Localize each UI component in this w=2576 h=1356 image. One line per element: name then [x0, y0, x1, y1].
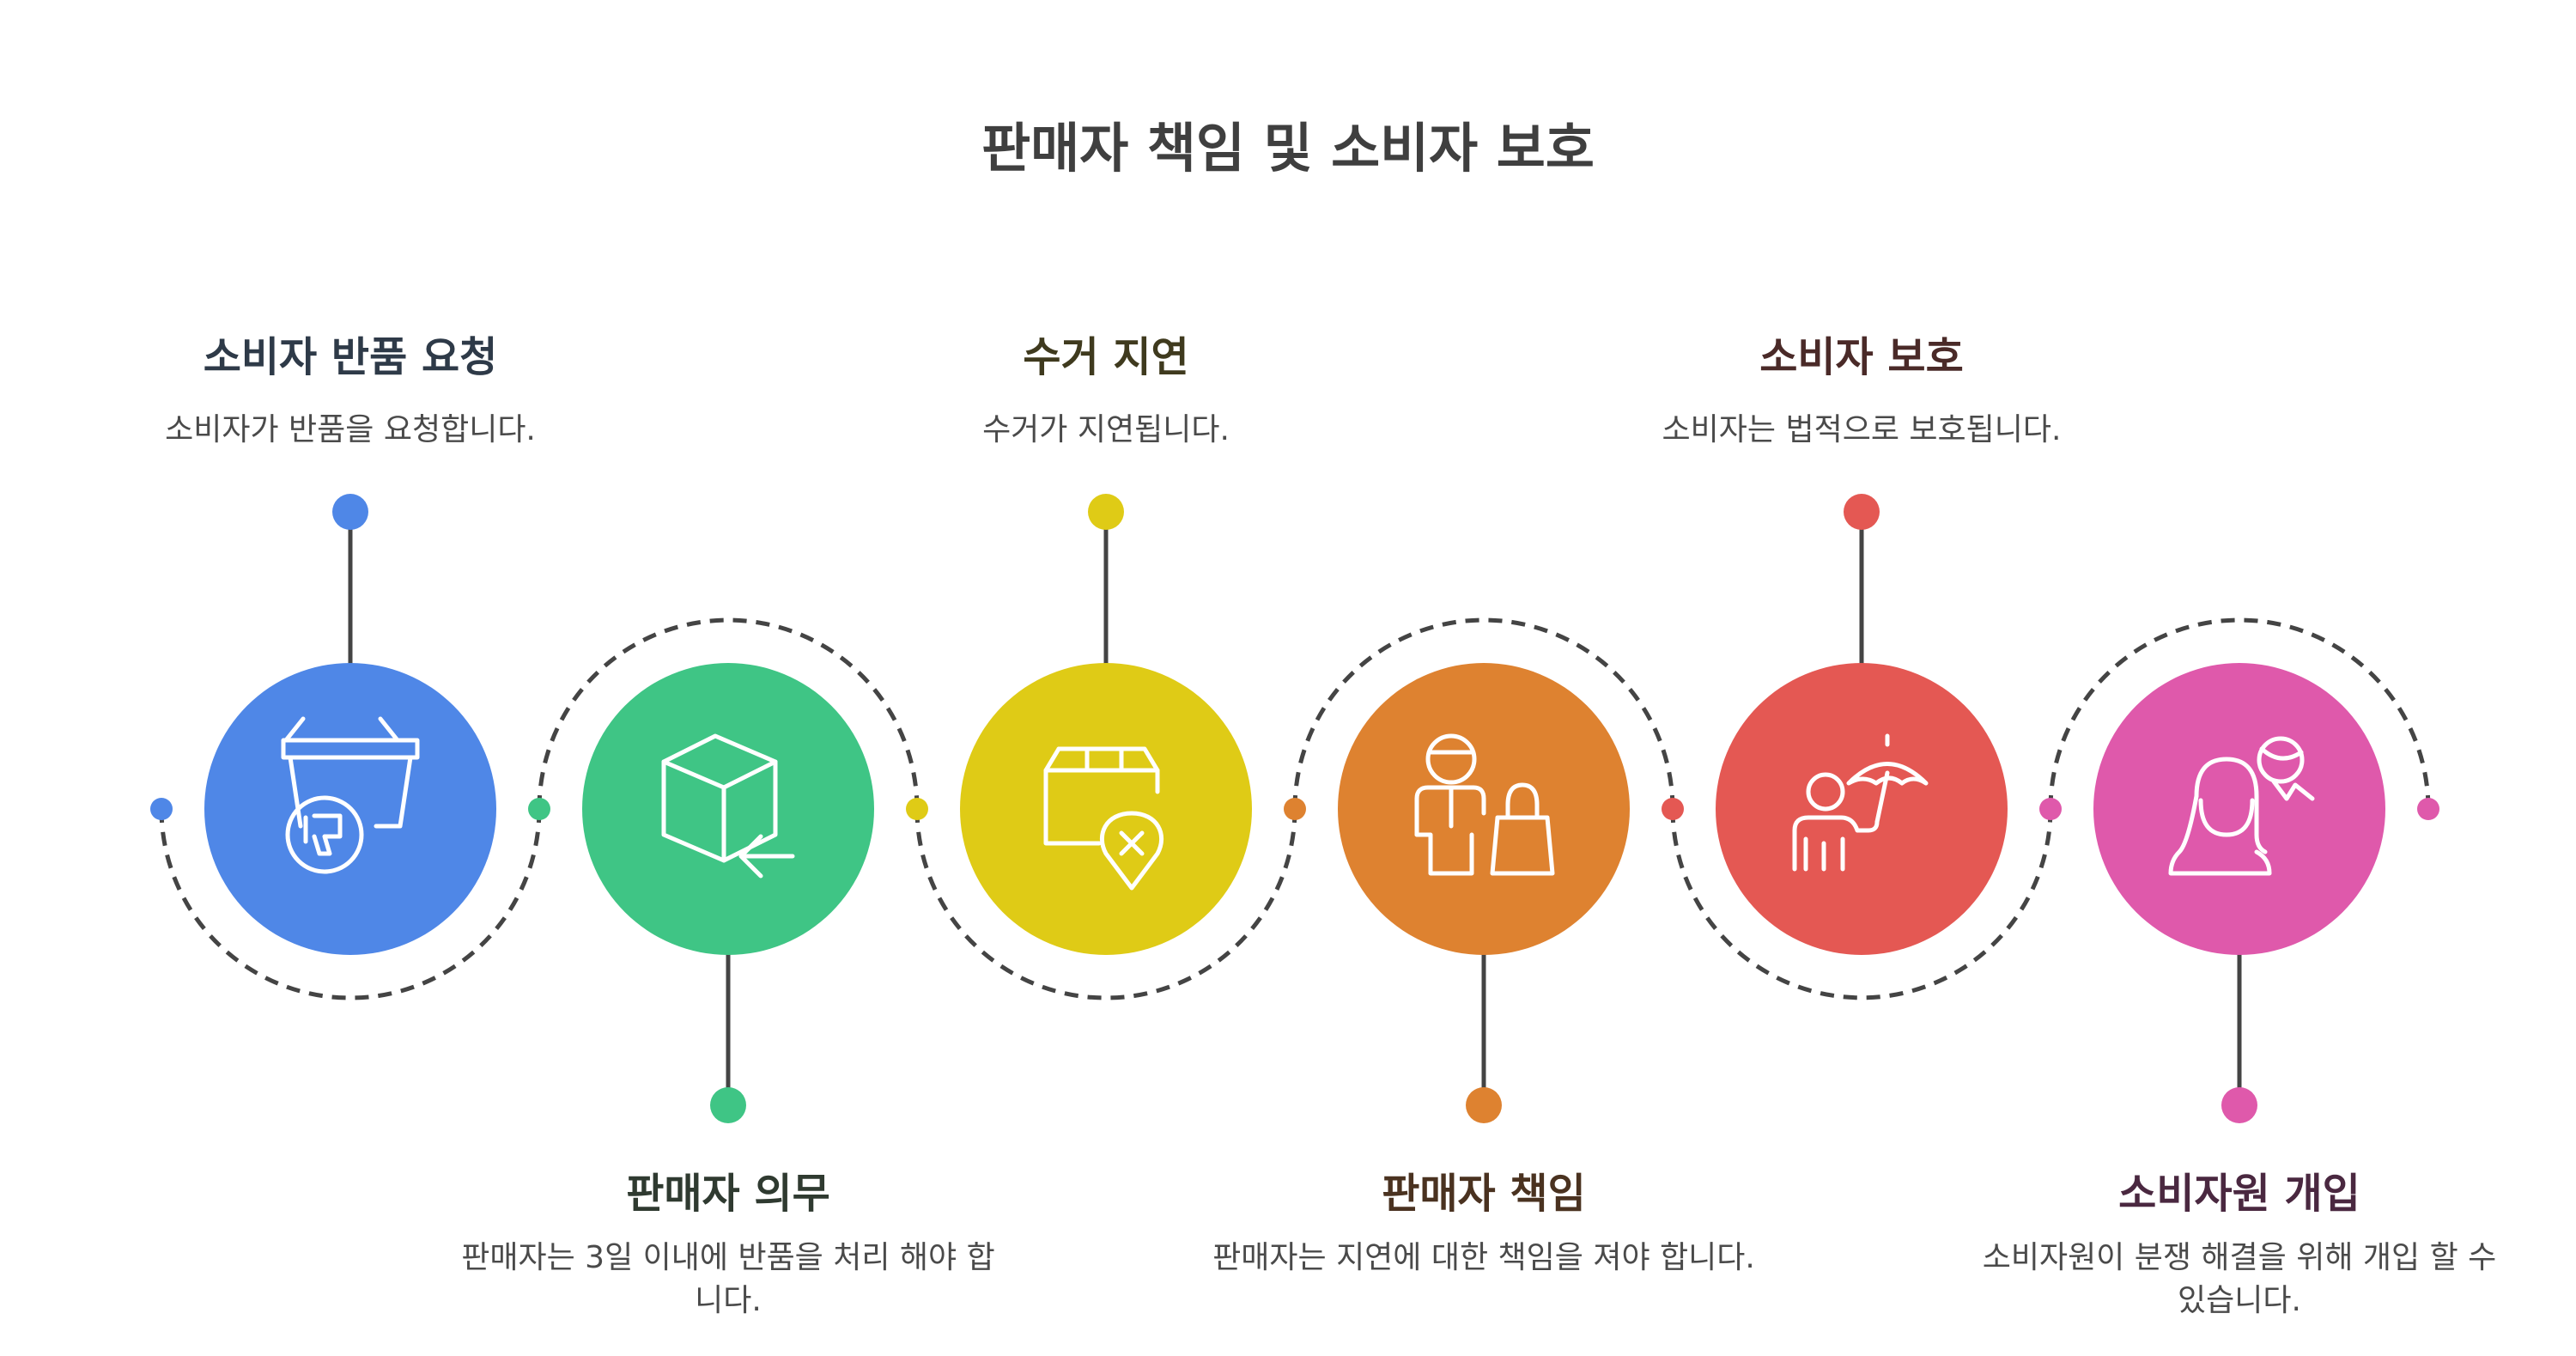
seller-shopping-bag-icon	[1414, 733, 1555, 876]
step-circle-2	[582, 663, 874, 955]
step-circle-6	[2093, 663, 2385, 955]
step-heading-5: 소비자 보호	[1759, 333, 1964, 381]
step-heading-4: 판매자 책임	[1382, 1170, 1586, 1218]
step-description-3: 수거가 지연됩니다.	[982, 412, 1230, 447]
step-heading-1: 소비자 반품 요청	[203, 333, 498, 381]
step-description-1: 소비자가 반품을 요청합니다.	[165, 412, 536, 447]
step-description-6: 소비자원이 분쟁 해결을 위해 개입 할 수 있습니다.	[1982, 1240, 2497, 1318]
step-description-4: 판매자는 지연에 대한 책임을 져야 합니다.	[1212, 1240, 1755, 1275]
step-description-2: 판매자는 3일 이내에 반품을 처리 해야 합니다.	[461, 1240, 995, 1318]
marker-dot-6	[2221, 1087, 2257, 1123]
marker-dot-5	[1844, 494, 1880, 530]
mediator-people-icon	[2168, 736, 2315, 876]
person-umbrella-icon	[1792, 733, 1929, 872]
junction-dot	[528, 798, 550, 820]
step-heading-6: 소비자원 개입	[2118, 1170, 2360, 1218]
step-circle-3	[960, 663, 1252, 955]
box-return-arrow-icon	[661, 733, 795, 879]
junction-dot	[1662, 798, 1684, 820]
basket-thumbs-down-icon	[281, 716, 420, 874]
step-heading-2: 판매자 의무	[626, 1170, 830, 1218]
junction-dot	[1284, 798, 1306, 820]
page-title: 판매자 책임 및 소비자 보호	[981, 117, 1595, 179]
marker-dot-2	[710, 1087, 746, 1123]
step-description-5: 소비자는 법적으로 보호됩니다.	[1662, 412, 2062, 447]
junction-dot	[150, 798, 173, 820]
step-circle-5	[1716, 663, 2008, 955]
package-cancel-pin-icon	[1043, 746, 1163, 891]
step-heading-3: 수거 지연	[1023, 333, 1189, 381]
marker-dot-4	[1466, 1087, 1502, 1123]
junction-dot	[2417, 798, 2439, 820]
marker-dot-1	[332, 494, 368, 530]
marker-dot-3	[1088, 494, 1124, 530]
junction-dot	[2039, 798, 2062, 820]
junction-dots	[150, 798, 2439, 820]
junction-dot	[906, 798, 928, 820]
